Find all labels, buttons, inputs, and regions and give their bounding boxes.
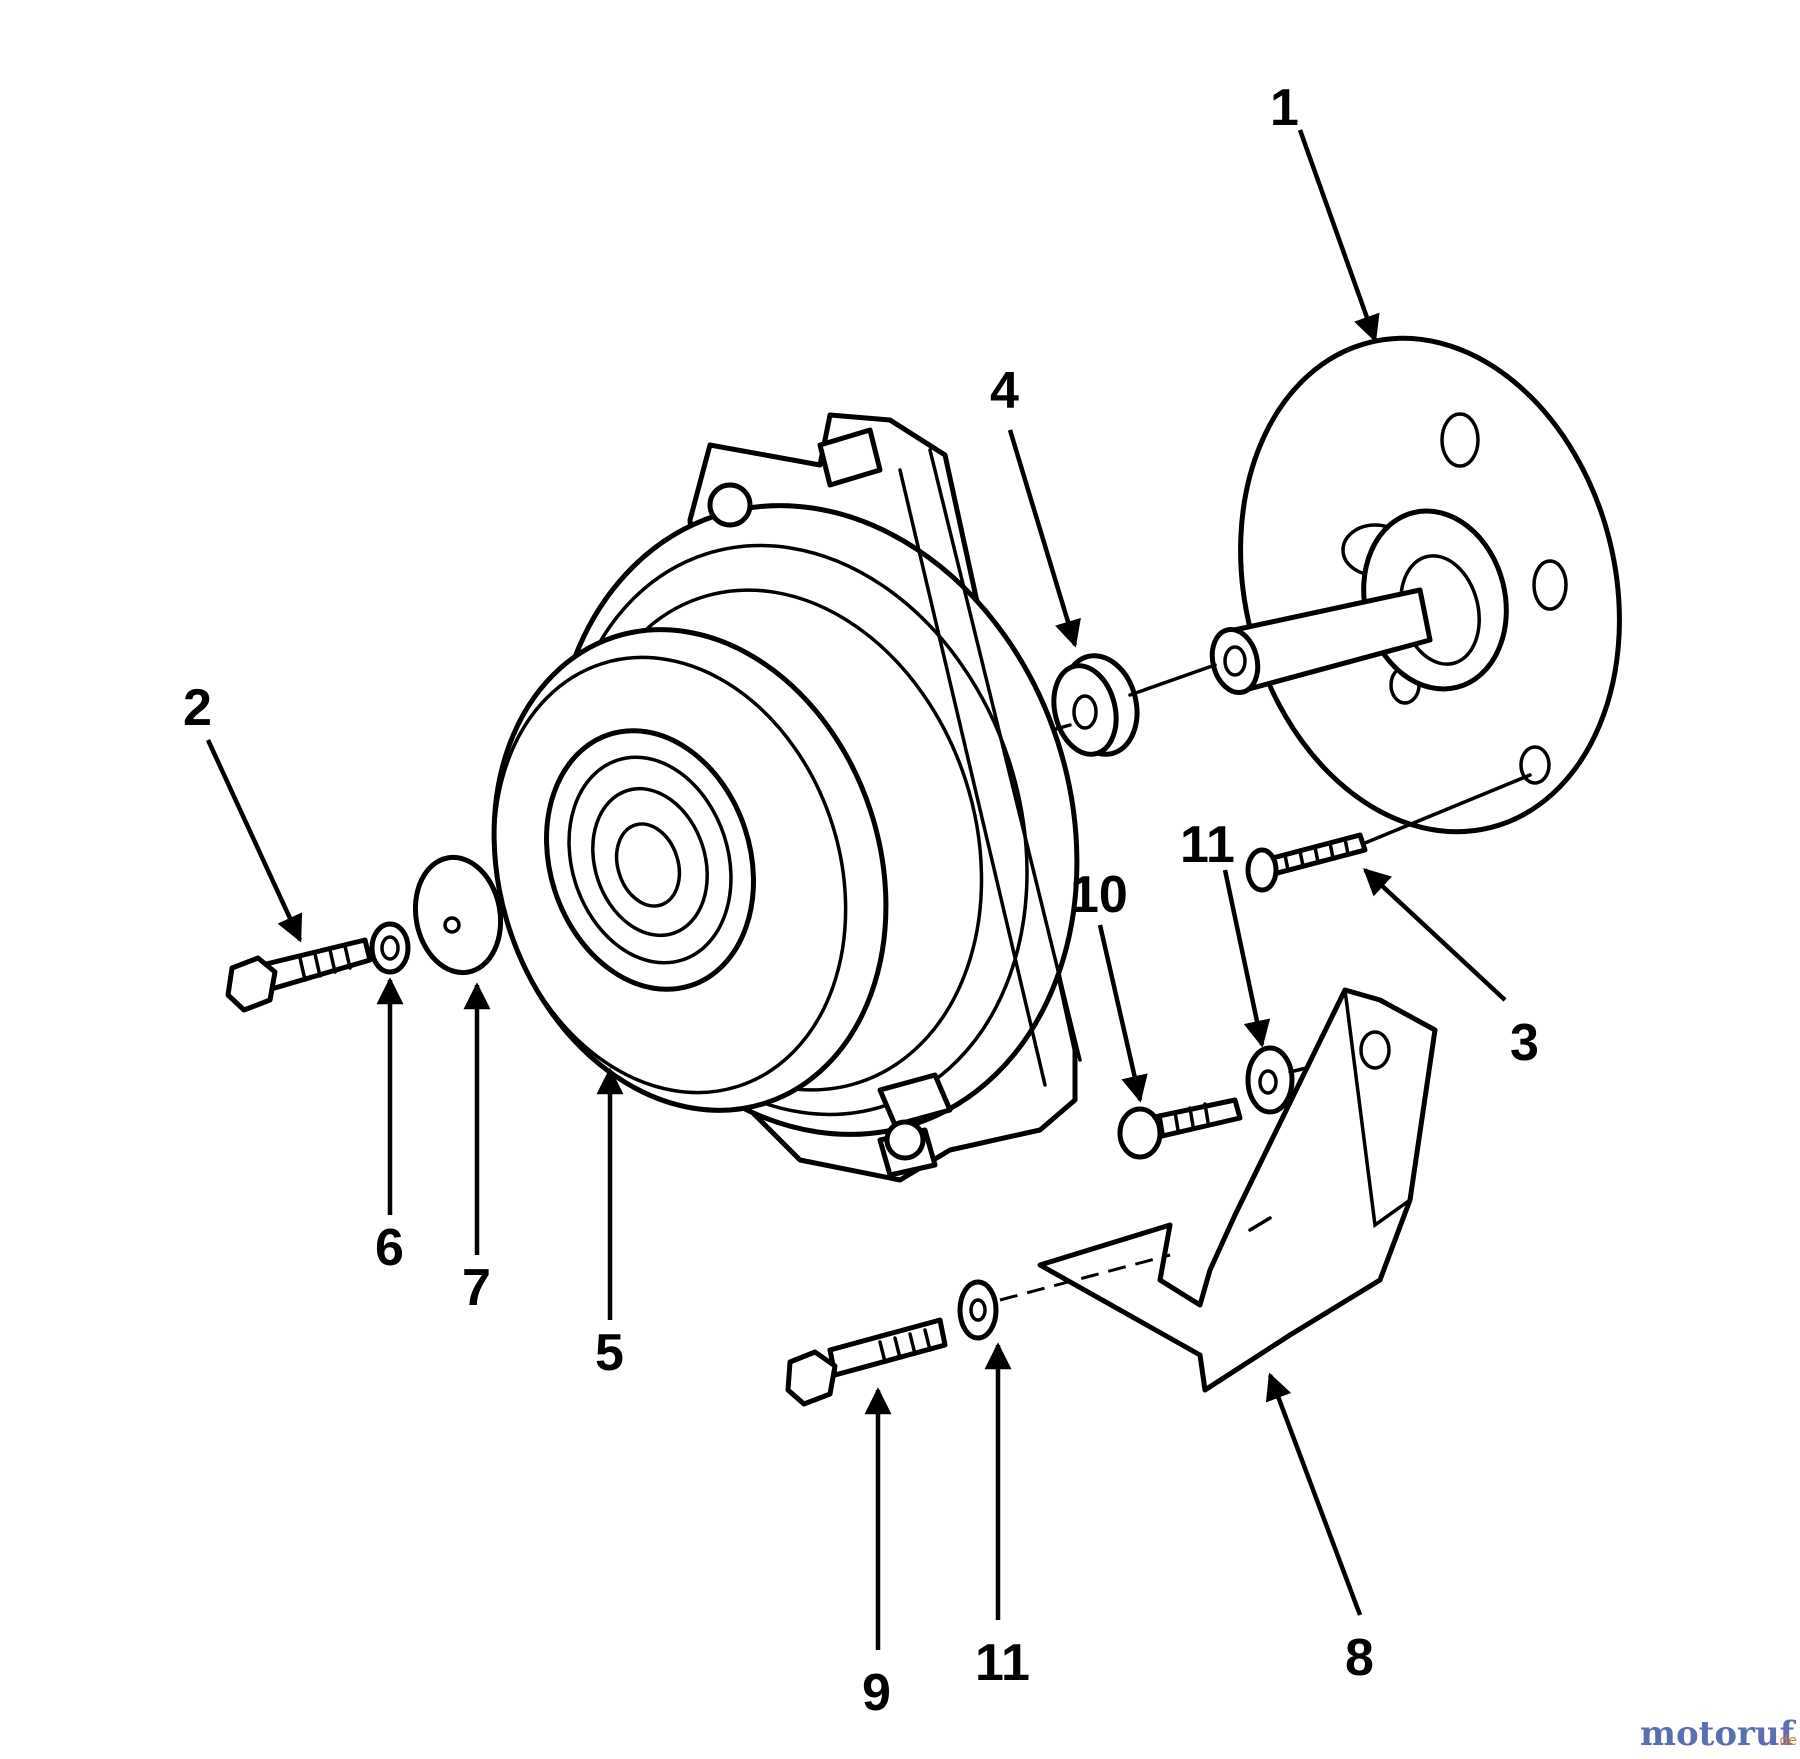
washer-part-7 — [412, 854, 504, 976]
watermark-suffix: .de — [1775, 1733, 1797, 1749]
bracket-part-8 — [1037, 987, 1438, 1393]
flange-plate-part-1 — [1209, 335, 1622, 835]
bolt-part-9 — [785, 1317, 948, 1407]
callout-4: 4 — [990, 362, 1019, 420]
callout-1: 1 — [1270, 79, 1299, 137]
callout-11-upper: 11 — [1180, 816, 1235, 874]
watermark-logo: motoruf .de — [1640, 1714, 1797, 1754]
callout-8: 8 — [1345, 1629, 1374, 1687]
clutch-assembly-part-5 — [491, 412, 1082, 1183]
callout-10: 10 — [1070, 866, 1128, 924]
washer-part-11-lower — [957, 1253, 1171, 1341]
callout-3: 3 — [1510, 1014, 1539, 1072]
callout-6: 6 — [375, 1219, 404, 1277]
bolt-part-2 — [225, 937, 373, 1013]
screw-part-3 — [1245, 773, 1532, 893]
callout-9: 9 — [862, 1664, 891, 1722]
screw-part-10 — [1117, 1097, 1243, 1160]
callout-11-lower: 11 — [975, 1634, 1030, 1692]
lock-washer-part-6 — [369, 921, 411, 975]
callout-7: 7 — [462, 1259, 491, 1317]
watermark-text: motoruf — [1640, 1714, 1797, 1754]
leader-lines — [205, 129, 1507, 1650]
callout-2: 2 — [183, 679, 212, 737]
spacer-part-4 — [1051, 653, 1140, 757]
callout-5: 5 — [595, 1324, 624, 1382]
